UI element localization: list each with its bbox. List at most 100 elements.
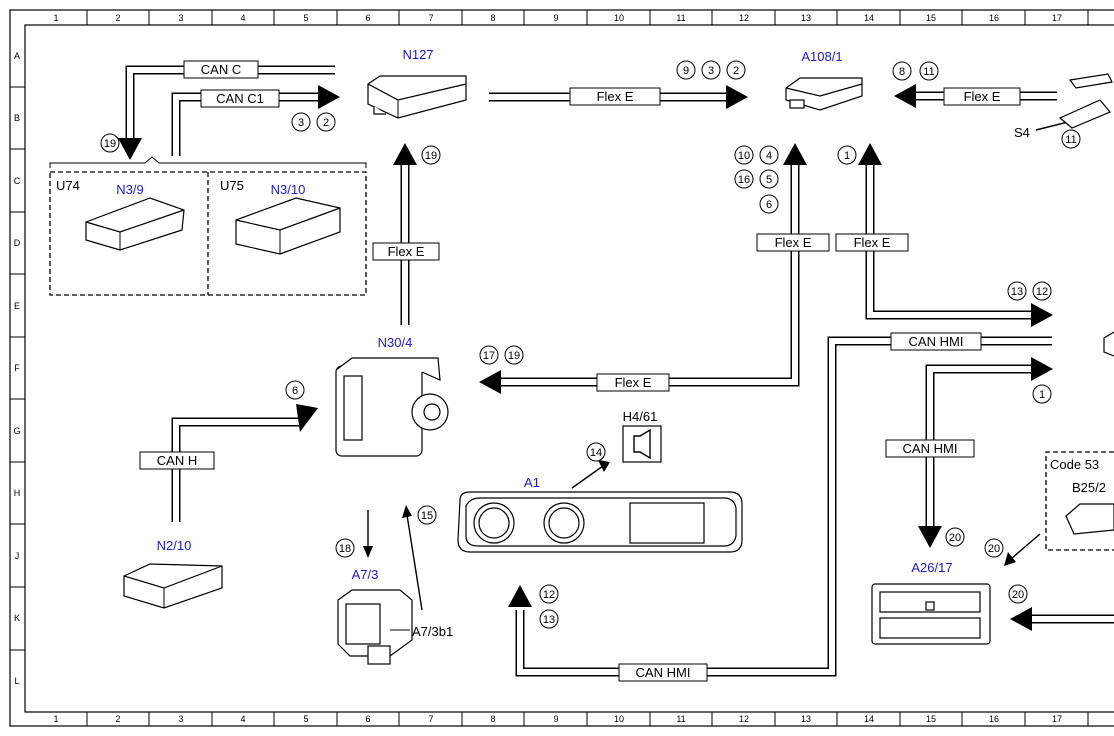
component-label: N2/10: [157, 538, 192, 553]
col-label-bottom: 3: [178, 714, 183, 724]
bus-label-box: [835, 233, 909, 252]
col-label-bottom: 5: [303, 714, 308, 724]
callout-number: 10: [738, 150, 750, 162]
callout-number: 12: [543, 589, 555, 601]
col-label-bottom: 7: [428, 714, 433, 724]
bus-right-input: [1010, 607, 1114, 631]
column-ruler-bottom: [86, 712, 1089, 726]
callout-number: 13: [1011, 286, 1023, 298]
leader-20: [1011, 533, 1041, 559]
component-a1: A1: [457, 475, 743, 553]
component-n127: N127: [367, 47, 467, 119]
component-s4: S4: [1014, 73, 1113, 140]
leader-15: [406, 514, 423, 611]
callout-number: 2: [323, 117, 329, 129]
col-label-top: 1: [53, 13, 58, 23]
callout-number: 16: [738, 174, 750, 186]
bus-label-can-hmi: CAN HMI: [903, 441, 958, 456]
col-label-top: 3: [178, 13, 183, 23]
col-label-top: 15: [926, 13, 936, 23]
callout-number: 13: [543, 614, 555, 626]
row-label: F: [14, 363, 20, 373]
bus-label-box: [596, 373, 670, 392]
row-label: G: [13, 426, 20, 436]
leader-arrowhead: [1004, 552, 1016, 566]
col-label-bottom: 10: [614, 714, 624, 724]
bus-label-box: [372, 242, 440, 261]
callout-number: 6: [292, 385, 298, 397]
component-label-a7-3b1: A7/3b1: [412, 624, 453, 639]
row-label: A: [14, 51, 20, 61]
col-label-top: 6: [365, 13, 370, 23]
col-label-bottom: 9: [553, 714, 558, 724]
component-label: A1: [524, 475, 540, 490]
leader-arrowhead: [402, 505, 412, 518]
callout-number: 8: [899, 66, 905, 78]
callout-number: 20: [988, 543, 1000, 555]
row-label: E: [14, 301, 20, 311]
component-right-partial: [1103, 331, 1114, 357]
bus-label-box: [569, 87, 661, 106]
bus-label-box: [890, 332, 982, 351]
callout-number: 20: [949, 532, 961, 544]
callout-number: 19: [425, 150, 437, 162]
component-a26-17: A26/17: [871, 560, 991, 645]
component-label: N127: [402, 47, 433, 62]
engine-control-group: U74 N3/9 U75 N3/10: [49, 156, 367, 296]
col-label-top: 10: [614, 13, 624, 23]
col-label-top: 4: [240, 13, 245, 23]
callout-number: 9: [683, 65, 689, 77]
component-label-h4-61: H4/61: [623, 409, 658, 424]
row-label: D: [14, 238, 21, 248]
bus-flex-e-loop: [479, 143, 807, 394]
option-code-label: Code 53: [1050, 457, 1099, 472]
callout-number: 19: [508, 350, 520, 362]
bus-label-can-hmi: CAN HMI: [909, 334, 964, 349]
leader-a1-h4: [571, 465, 604, 489]
col-label-bottom: 13: [801, 714, 811, 724]
component-a7-3: A7/3 A7/3b1: [337, 567, 453, 665]
row-label: J: [15, 551, 20, 561]
col-label-top: 7: [428, 13, 433, 23]
callout-number: 11: [1065, 134, 1076, 146]
outer-frame: [9, 9, 1114, 727]
bus-flex-e-right: [858, 143, 1053, 327]
col-label-bottom: 14: [864, 714, 874, 724]
bus-label-flex-e: Flex E: [854, 235, 891, 250]
bus-label-can-h: CAN H: [157, 453, 197, 468]
row-ruler-left: [10, 86, 25, 651]
callout-number: 15: [421, 510, 433, 522]
row-label: L: [14, 676, 19, 686]
component-label-s4: S4: [1014, 125, 1030, 140]
callout-number: 18: [339, 543, 351, 555]
bus-can-c: [118, 65, 335, 160]
bus-label-box: [943, 87, 1021, 106]
bus-label-can-c1: CAN C1: [216, 91, 264, 106]
leader-arrowhead: [363, 546, 373, 558]
col-label-top: 9: [553, 13, 558, 23]
callout-number: 5: [766, 174, 772, 186]
component-label: A108/1: [801, 49, 842, 64]
col-label-top: 13: [801, 13, 811, 23]
component-label: N3/9: [116, 182, 143, 197]
col-label-top: 8: [490, 13, 495, 23]
bus-label-flex-e: Flex E: [388, 244, 425, 259]
group-label-u74: U74: [56, 178, 80, 193]
col-label-bottom: 11: [676, 714, 685, 724]
bus-label-box: [885, 439, 975, 458]
row-label: B: [14, 113, 20, 123]
callout-number: 4: [766, 150, 772, 162]
col-label-bottom: 2: [115, 714, 120, 724]
component-label: A26/17: [911, 560, 952, 575]
callout-number: 3: [708, 65, 714, 77]
col-label-top: 16: [989, 13, 999, 23]
bus-label-can-c: CAN C: [201, 62, 241, 77]
callout-number: 1: [1039, 389, 1045, 401]
component-label-b25: B25/2: [1072, 480, 1106, 495]
callout-number: 2: [733, 65, 739, 77]
component-n30-4: N30/4: [335, 335, 449, 457]
col-label-bottom: 8: [490, 714, 495, 724]
col-label-bottom: 17: [1052, 714, 1062, 724]
callout-number: 3: [298, 117, 304, 129]
